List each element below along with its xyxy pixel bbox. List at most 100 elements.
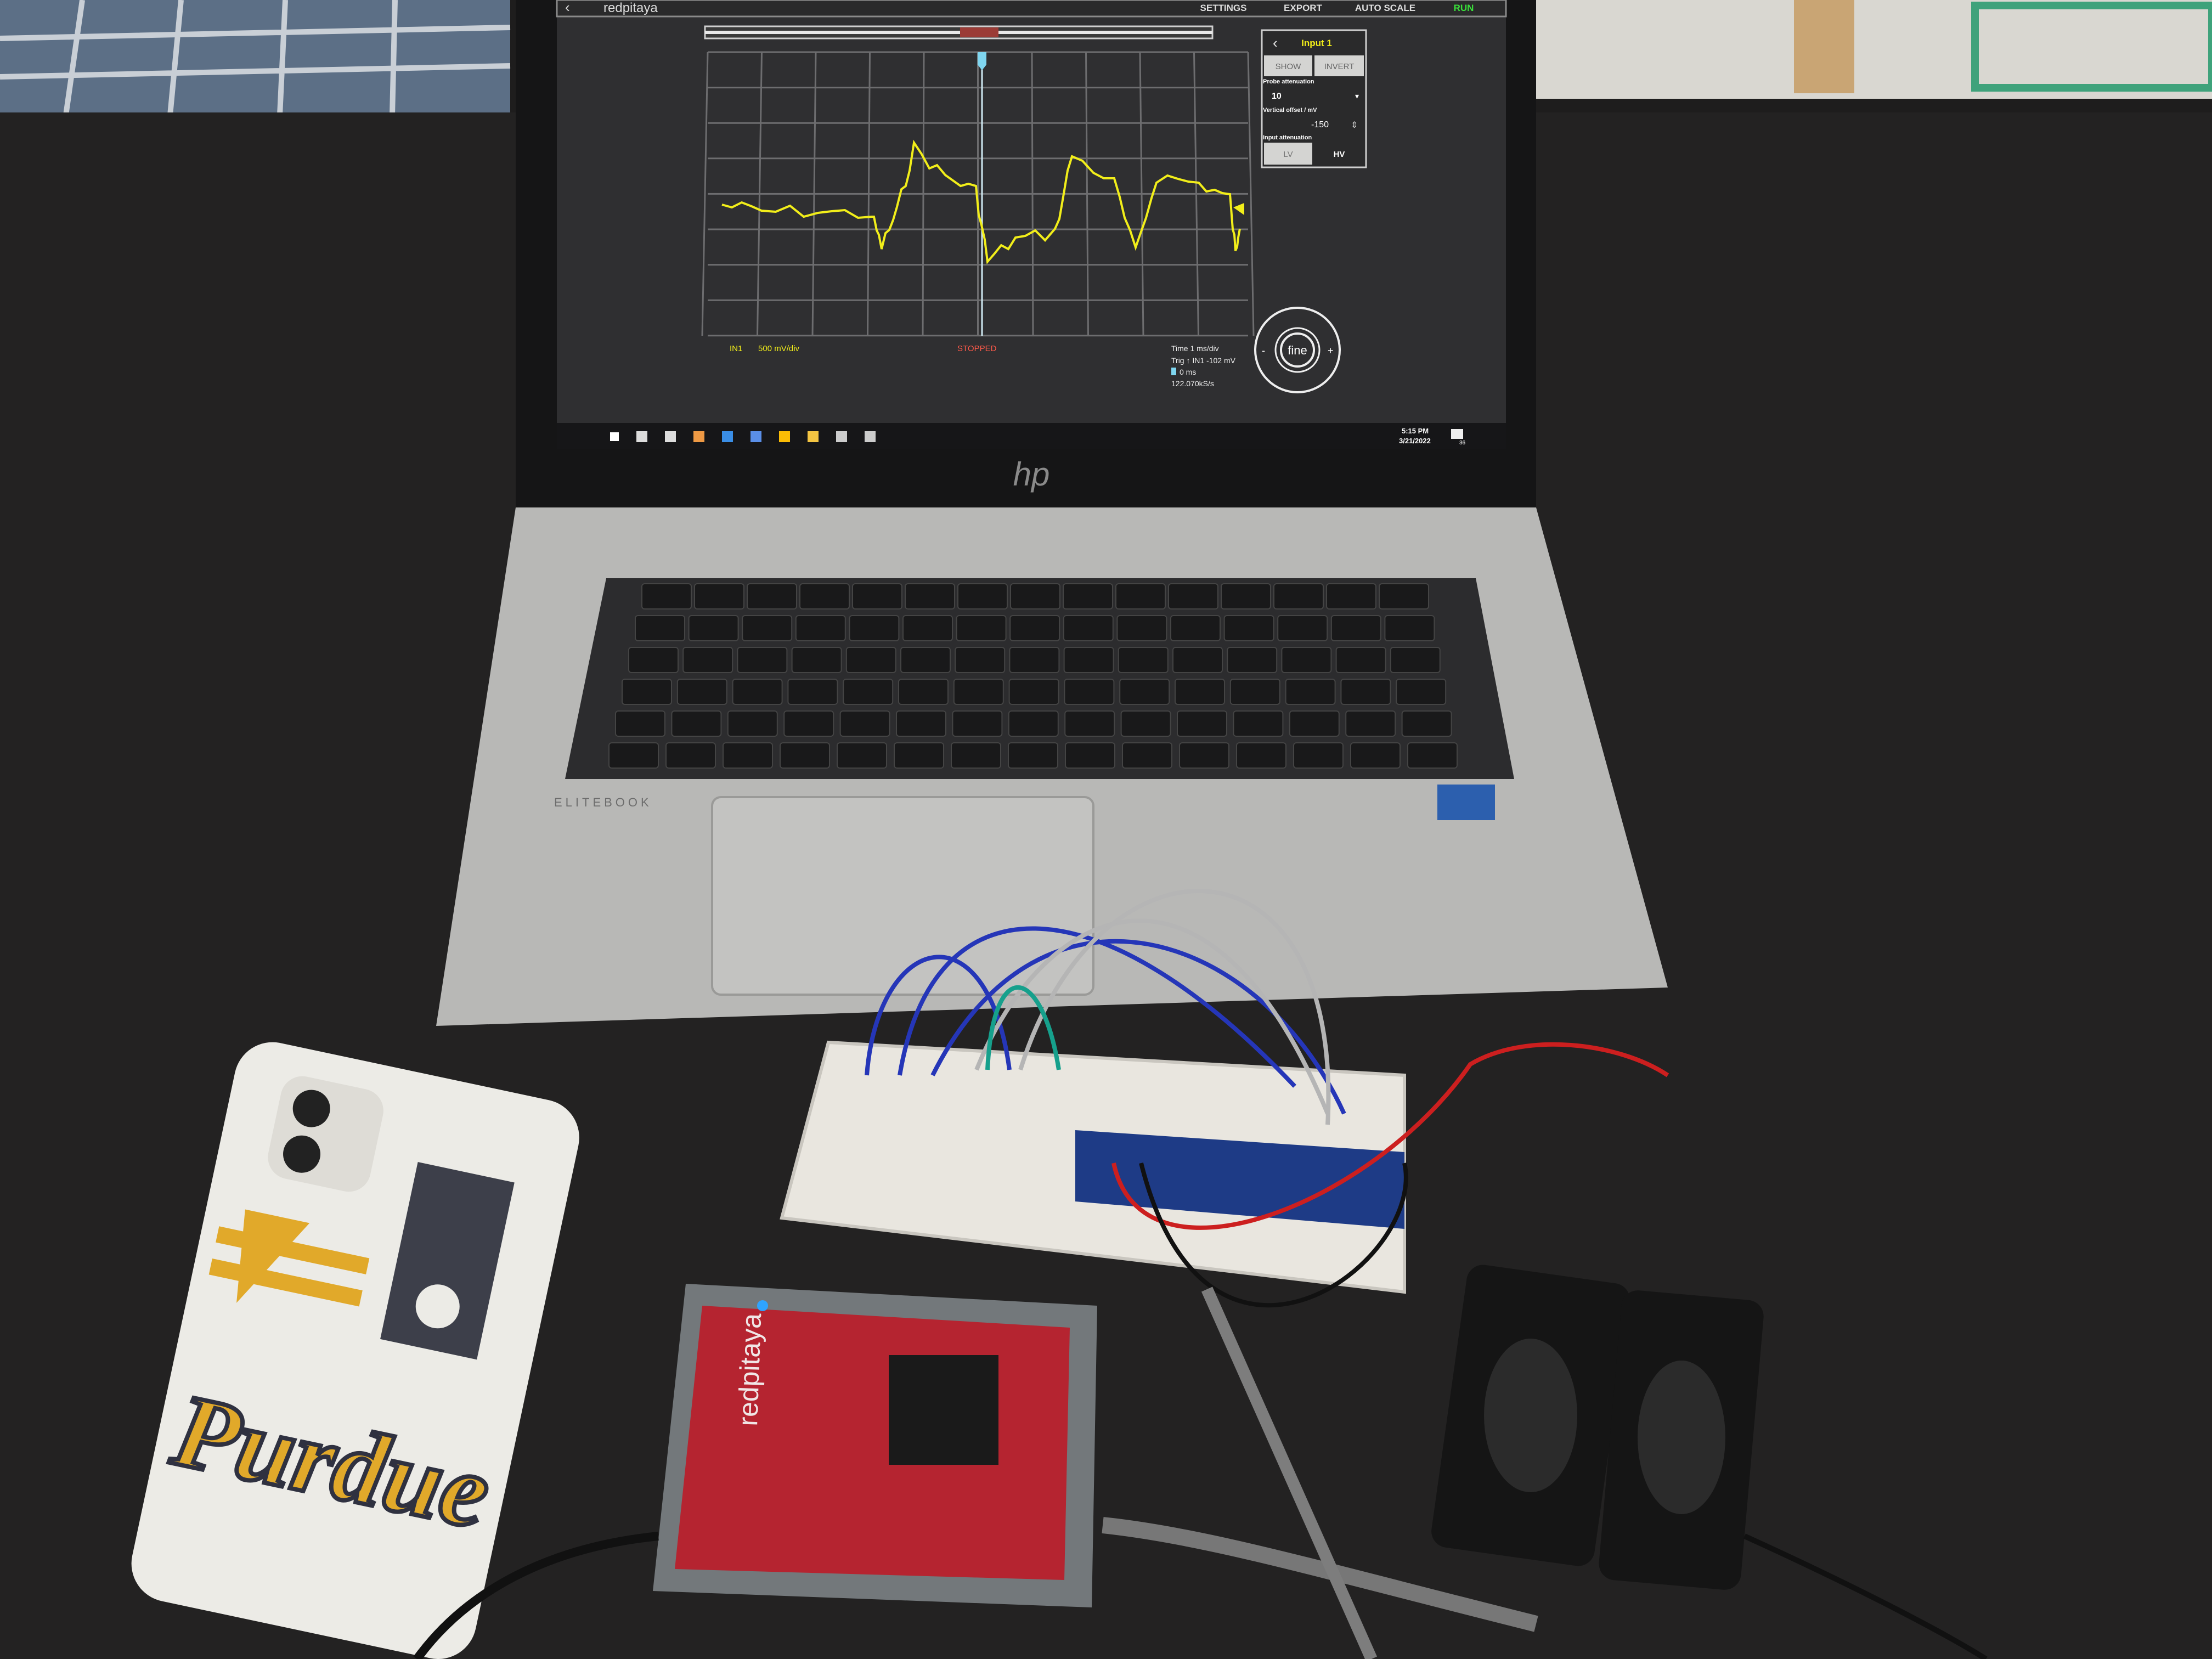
keyboard-key[interactable]	[1340, 679, 1391, 705]
keyboard-key[interactable]	[905, 583, 955, 610]
keyboard-key[interactable]	[1008, 679, 1059, 705]
keyboard-key[interactable]	[615, 710, 665, 737]
run-button[interactable]: RUN	[1454, 3, 1474, 13]
keyboard-key[interactable]	[1118, 647, 1169, 673]
taskbar-app-icon[interactable]	[808, 431, 819, 442]
taskbar-app-icon[interactable]	[865, 431, 876, 442]
keyboard-key[interactable]	[837, 742, 887, 769]
keyboard-key[interactable]	[622, 679, 672, 705]
keyboard-key[interactable]	[799, 583, 850, 610]
keyboard-key[interactable]	[1229, 679, 1280, 705]
keyboard-key[interactable]	[957, 583, 1008, 610]
offset-marker-icon[interactable]	[1233, 203, 1244, 215]
keyboard-key[interactable]	[688, 615, 739, 641]
fine-dial[interactable]: fine - +	[1254, 307, 1341, 393]
keyboard-key[interactable]	[1289, 710, 1340, 737]
show-button[interactable]	[1264, 55, 1312, 76]
touchpad[interactable]	[711, 796, 1094, 996]
keyboard-key[interactable]	[1065, 742, 1115, 769]
keyboard-key[interactable]	[1401, 710, 1452, 737]
dial-minus[interactable]: -	[1262, 345, 1265, 356]
notification-icon[interactable]	[1451, 429, 1463, 439]
taskbar-app-icon[interactable]	[722, 431, 733, 442]
keyboard-key[interactable]	[1168, 583, 1218, 610]
keyboard-key[interactable]	[951, 742, 1001, 769]
trigger-marker-icon[interactable]	[978, 52, 986, 70]
keyboard-key[interactable]	[1172, 647, 1223, 673]
keyboard-key[interactable]	[1223, 615, 1274, 641]
keyboard-key[interactable]	[1345, 710, 1396, 737]
keyboard-key[interactable]	[795, 615, 846, 641]
keyboard-key[interactable]	[852, 583, 902, 610]
vertical-offset-input[interactable]: -150	[1311, 120, 1329, 129]
keyboard-key[interactable]	[723, 742, 773, 769]
taskbar-app-icon[interactable]	[779, 431, 790, 442]
keyboard-key[interactable]	[900, 647, 951, 673]
keyboard-key[interactable]	[737, 647, 788, 673]
windows-start-icon[interactable]	[610, 432, 619, 441]
keyboard-key[interactable]	[849, 615, 900, 641]
settings-menu[interactable]: SETTINGS	[1200, 3, 1246, 13]
keyboard-key[interactable]	[641, 583, 692, 610]
keyboard-key[interactable]	[665, 742, 716, 769]
keyboard-key[interactable]	[956, 615, 1007, 641]
keyboard-key[interactable]	[843, 679, 894, 705]
keyboard-key[interactable]	[676, 679, 727, 705]
keyboard-key[interactable]	[1064, 679, 1115, 705]
keyboard-key[interactable]	[1008, 710, 1059, 737]
export-menu[interactable]: EXPORT	[1284, 3, 1323, 13]
keyboard-key[interactable]	[953, 679, 1004, 705]
probe-attenuation-select[interactable]: 10	[1272, 92, 1282, 101]
keyboard-key[interactable]	[694, 583, 744, 610]
keyboard-key[interactable]	[1009, 647, 1060, 673]
keyboard-key[interactable]	[727, 710, 778, 737]
autoscale-button[interactable]: AUTO SCALE	[1355, 3, 1415, 13]
keyboard-key[interactable]	[1116, 615, 1167, 641]
keyboard-key[interactable]	[1326, 583, 1376, 610]
keyboard-key[interactable]	[787, 679, 838, 705]
hv-button[interactable]: HV	[1334, 150, 1345, 159]
keyboard-key[interactable]	[1170, 615, 1221, 641]
panel-back-icon[interactable]: ‹	[1273, 35, 1278, 51]
keyboard-key[interactable]	[898, 679, 949, 705]
keyboard-key[interactable]	[1122, 742, 1172, 769]
keyboard-key[interactable]	[1221, 583, 1271, 610]
keyboard-key[interactable]	[671, 710, 722, 737]
keyboard-key[interactable]	[1175, 679, 1225, 705]
taskbar-app-icon[interactable]	[665, 431, 676, 442]
keyboard-key[interactable]	[1330, 615, 1381, 641]
keyboard-key[interactable]	[1177, 710, 1227, 737]
keyboard-key[interactable]	[780, 742, 830, 769]
chevron-down-icon[interactable]: ▾	[1355, 92, 1359, 100]
keyboard-key[interactable]	[628, 647, 679, 673]
invert-button[interactable]	[1314, 55, 1364, 76]
keyboard-key[interactable]	[1233, 710, 1284, 737]
back-arrow-icon[interactable]: ‹	[565, 0, 570, 15]
keyboard-key[interactable]	[783, 710, 834, 737]
keyboard-key[interactable]	[682, 647, 733, 673]
keyboard-key[interactable]	[902, 615, 953, 641]
keyboard-key[interactable]	[1273, 583, 1324, 610]
taskbar-app-icon[interactable]	[836, 431, 847, 442]
keyboard-key[interactable]	[1281, 647, 1332, 673]
keyboard-key[interactable]	[1390, 647, 1441, 673]
keyboard-key[interactable]	[1407, 742, 1458, 769]
taskbar-app-icon[interactable]	[751, 431, 761, 442]
keyboard-key[interactable]	[952, 710, 1003, 737]
keyboard-key[interactable]	[955, 647, 1006, 673]
keyboard-key[interactable]	[1285, 679, 1336, 705]
keyboard-key[interactable]	[1179, 742, 1229, 769]
keyboard-key[interactable]	[894, 742, 944, 769]
keyboard-key[interactable]	[1236, 742, 1286, 769]
keyboard-key[interactable]	[1396, 679, 1447, 705]
keyboard-key[interactable]	[845, 647, 896, 673]
timeline-window[interactable]	[960, 27, 998, 37]
keyboard-key[interactable]	[1350, 742, 1401, 769]
taskbar-app-icon[interactable]	[636, 431, 647, 442]
keyboard-key[interactable]	[1064, 710, 1115, 737]
keyboard-key[interactable]	[1009, 615, 1060, 641]
keyboard-key[interactable]	[608, 742, 659, 769]
keyboard-key[interactable]	[791, 647, 842, 673]
keyboard-key[interactable]	[1063, 615, 1114, 641]
keyboard-key[interactable]	[839, 710, 890, 737]
